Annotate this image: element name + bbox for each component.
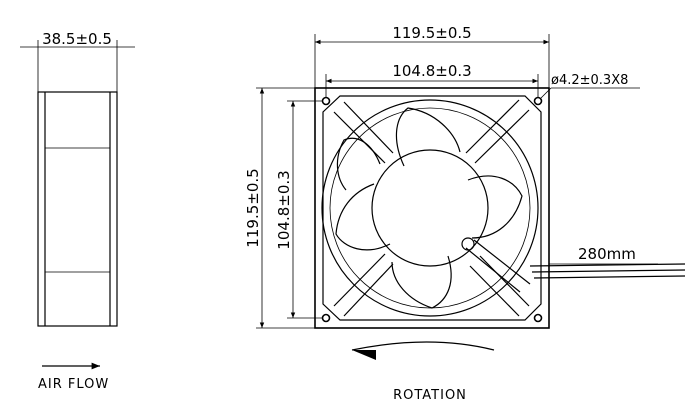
wire-grommet xyxy=(461,237,475,251)
width-label: 119.5±0.5 xyxy=(392,24,471,42)
dimension-overall-height: 119.5±0.5 xyxy=(244,87,315,329)
venturi-inner xyxy=(329,107,531,309)
frame-inner xyxy=(322,95,542,321)
hole-width-label: 104.8±0.3 xyxy=(392,62,471,80)
venturi-outer xyxy=(321,99,539,317)
lead-length-label: 280mm xyxy=(578,245,636,263)
frame-outer xyxy=(314,87,550,329)
strut-top-left-b xyxy=(343,101,394,154)
rotation-arc xyxy=(351,341,495,351)
dimension-hole-height: 104.8±0.3 xyxy=(275,100,322,319)
hole-height-label: 104.8±0.3 xyxy=(275,170,293,249)
depth-label: 38.5±0.5 xyxy=(42,30,112,48)
side-view: 38.5±0.5 xyxy=(20,30,135,327)
blade-1 xyxy=(395,107,461,167)
front-view xyxy=(314,87,685,329)
mount-hole-top-right xyxy=(533,96,543,106)
strut-top-right-b xyxy=(465,99,520,154)
air-flow-indicator: AIR FLOW xyxy=(38,362,109,392)
lead-wire-a xyxy=(529,263,685,267)
blade-4 xyxy=(335,183,391,251)
blade-3 xyxy=(391,255,452,309)
wire-channel-a xyxy=(465,247,521,293)
lead-wire-c xyxy=(533,275,685,279)
side-view-body xyxy=(37,91,118,327)
strut-bottom-left-b xyxy=(343,263,394,317)
strut-bottom-right-b xyxy=(469,265,520,317)
mount-hole-top-left xyxy=(321,96,331,106)
wire-channel-b xyxy=(473,239,531,285)
dimension-mount-hole: ø4.2±0.3X8 xyxy=(540,73,640,99)
mount-hole-label: ø4.2±0.3X8 xyxy=(551,73,628,88)
strut-bottom-left-a xyxy=(333,253,386,307)
rotation-arrowhead xyxy=(352,350,376,360)
mount-hole-bottom-left xyxy=(321,313,331,323)
dimension-overall-width: 119.5±0.5 xyxy=(314,24,550,88)
strut-bottom-right-a xyxy=(479,255,530,307)
rotation-indicator: ROTATION xyxy=(351,341,495,403)
height-label: 119.5±0.5 xyxy=(244,168,262,247)
dimension-lead-length: 280mm xyxy=(549,245,658,265)
air-flow-label: AIR FLOW xyxy=(38,377,109,392)
mount-hole-leader xyxy=(540,87,552,99)
mount-hole-bottom-right xyxy=(533,313,543,323)
lead-wire-b xyxy=(531,269,685,273)
dimension-hole-width: 104.8±0.3 xyxy=(325,62,539,97)
hub xyxy=(371,149,489,267)
blade-2 xyxy=(467,175,523,239)
strut-top-right-a xyxy=(474,109,530,164)
rotation-label: ROTATION xyxy=(393,388,467,403)
blade-5 xyxy=(336,137,381,191)
